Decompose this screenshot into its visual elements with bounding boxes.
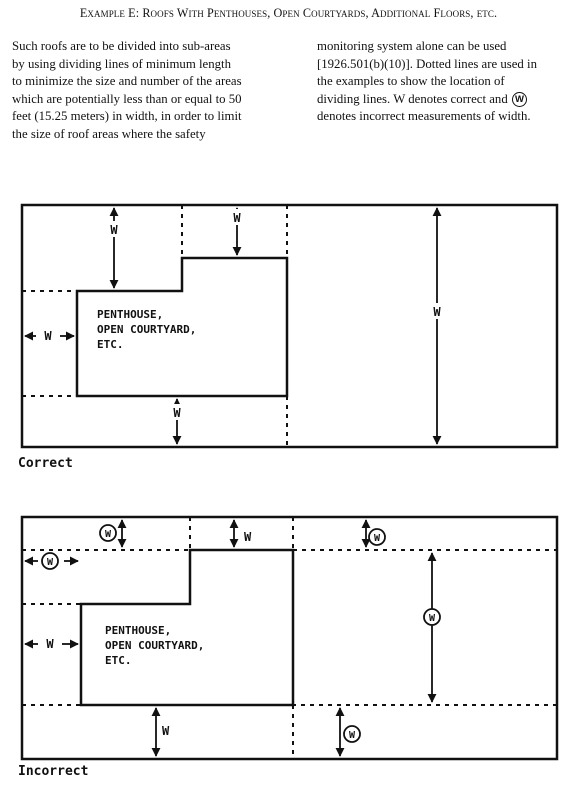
body-line: the size of roof areas where the safety — [12, 126, 206, 141]
body-line: which are potentially less than or equal… — [12, 91, 242, 106]
body-text-right: monitoring system alone can be used [192… — [317, 38, 569, 126]
page-heading: Example E: Roofs With Penthouses, Open C… — [79, 6, 498, 20]
w-label: W — [110, 223, 118, 237]
w-label: W — [46, 637, 54, 651]
w-label: W — [173, 406, 181, 420]
width-arrows — [24, 519, 437, 757]
width-arrows — [24, 207, 442, 445]
w-label: W — [162, 724, 170, 738]
penthouse-label-line: OPEN COURTYARD, — [97, 323, 196, 336]
caption-correct: Correct — [18, 456, 73, 471]
body-line: monitoring system alone can be used — [317, 39, 507, 53]
body-line: Such roofs are to be divided into sub-ar… — [12, 39, 231, 53]
circled-w-label: W — [105, 529, 112, 540]
circled-w-label: W — [374, 533, 381, 544]
w-label: W — [233, 211, 241, 225]
circled-w-label: W — [349, 730, 356, 741]
body-line: [1926.501(b)(10)]. Dotted lines are used… — [317, 56, 537, 71]
body-line-text: dividing lines. W denotes correct and — [317, 91, 508, 106]
penthouse-label-line: OPEN COURTYARD, — [105, 639, 204, 652]
circled-w-label: W — [429, 613, 436, 624]
correct-text: W W W W W PENTHOUSE, OPEN COURTYARD, ETC… — [44, 209, 444, 420]
circled-w-symbol: W — [511, 91, 527, 107]
dividing-lines — [22, 205, 288, 447]
circled-w-label: W — [47, 557, 54, 568]
incorrect-text: W W W W W W W W PENTHOUSE, OPEN COURTYAR… — [46, 529, 436, 741]
w-label: W — [433, 305, 441, 319]
dividing-lines — [22, 517, 557, 759]
penthouse-label-line: ETC. — [105, 654, 132, 667]
body-line: the examples to show the location of — [317, 74, 505, 89]
penthouse-label-line: PENTHOUSE, — [105, 624, 171, 637]
penthouse-label-line: ETC. — [97, 338, 124, 351]
diagram-incorrect — [20, 515, 559, 761]
w-label: W — [44, 329, 52, 343]
body-line: to minimize the size and number of the a… — [12, 74, 242, 89]
roof-outline — [20, 203, 559, 449]
body-line: by using dividing lines of minimum lengt… — [12, 56, 231, 71]
penthouse-label-line: PENTHOUSE, — [97, 308, 163, 321]
roof-outline — [20, 515, 559, 761]
body-text-left: Such roofs are to be divided into sub-ar… — [12, 38, 290, 144]
body-line: dividing lines. W denotes correct and W — [317, 91, 569, 109]
body-line: denotes incorrect measurements of width. — [317, 109, 531, 124]
caption-incorrect: Incorrect — [18, 764, 89, 779]
body-line: feet (15.25 meters) in width, in order t… — [12, 109, 242, 124]
circled-w-markers — [41, 524, 441, 743]
w-label: W — [244, 530, 252, 544]
